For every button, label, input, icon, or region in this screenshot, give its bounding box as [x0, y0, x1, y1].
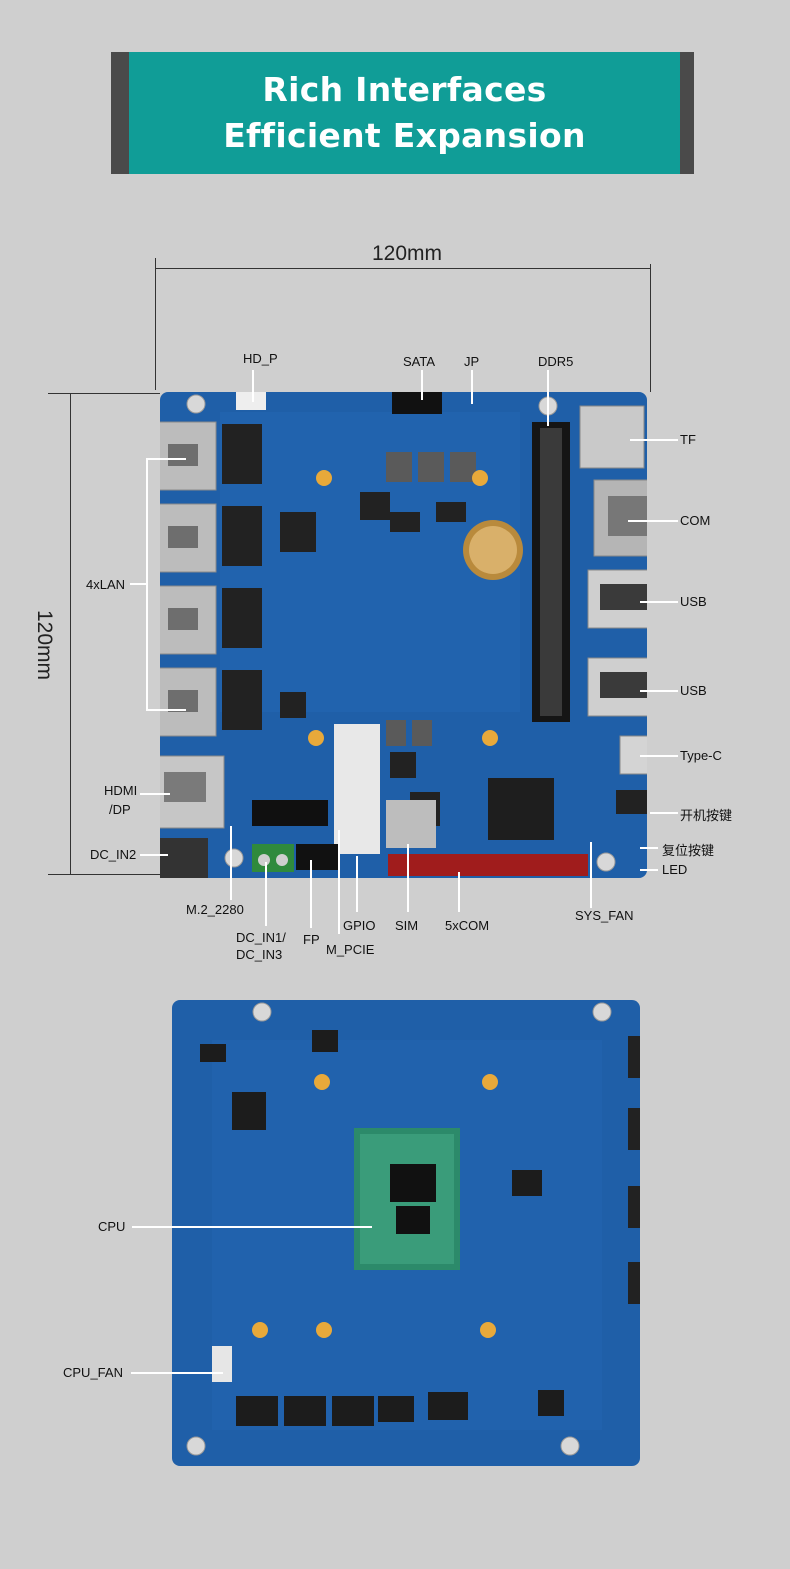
- dimension-width-label: 120mm: [372, 242, 443, 265]
- leader-lan-bracket: [146, 458, 148, 710]
- banner-title-line1: Rich Interfaces: [262, 70, 547, 109]
- leader-jp: [471, 370, 473, 404]
- label-sys-fan: SYS_FAN: [575, 908, 634, 923]
- leader-dc-in2: [140, 854, 168, 856]
- label-ddr5: DDR5: [538, 354, 574, 369]
- leader-m-pcie: [338, 830, 340, 934]
- leader-sim: [407, 844, 409, 912]
- leader-tf: [630, 439, 678, 441]
- label-led: LED: [662, 862, 688, 877]
- label-dc-in3: DC_IN3: [236, 947, 283, 962]
- leader-sys-fan: [590, 842, 592, 908]
- leader-m2: [230, 826, 232, 900]
- motherboard-bottom-view: [172, 1000, 640, 1466]
- leader-type-c: [640, 755, 678, 757]
- dimension-width-tick-left: [155, 258, 156, 390]
- label-hdmi: HDMI: [104, 783, 138, 798]
- leader-gpio: [356, 856, 358, 912]
- dimension-width-line: [155, 268, 651, 269]
- leader-led: [640, 869, 658, 871]
- leader-dc-in1: [265, 862, 267, 926]
- leader-cpu-fan: [131, 1372, 223, 1374]
- motherboard-top-drawing: [160, 392, 647, 878]
- dimension-height-tick-top: [48, 393, 160, 394]
- label-gpio: GPIO: [343, 918, 376, 933]
- label-jp: JP: [464, 354, 480, 369]
- motherboard-top-view: [160, 392, 647, 878]
- dimension-height-line: [70, 393, 71, 875]
- label-lan: 4xLAN: [86, 577, 126, 592]
- leader-usb2: [640, 690, 678, 692]
- label-reset-button: 复位按键: [662, 843, 715, 858]
- leader-hd-p: [252, 370, 254, 402]
- banner-title-line2: Efficient Expansion: [223, 116, 586, 155]
- label-usb-2: USB: [680, 683, 707, 698]
- label-m-pcie: M_PCIE: [326, 942, 375, 957]
- leader-5xcom: [458, 872, 460, 912]
- leader-lan-top: [146, 458, 186, 460]
- label-sim: SIM: [395, 918, 419, 933]
- label-5xcom: 5xCOM: [445, 918, 490, 933]
- label-usb-1: USB: [680, 594, 707, 609]
- leader-usb1: [640, 601, 678, 603]
- dimension-width-tick-right: [650, 264, 651, 392]
- label-sata: SATA: [403, 354, 436, 369]
- label-cpu: CPU: [98, 1219, 126, 1234]
- label-type-c: Type-C: [680, 748, 722, 763]
- leader-power-button: [650, 812, 678, 814]
- leader-hdmi: [140, 793, 170, 795]
- label-dp: /DP: [109, 802, 131, 817]
- leader-ddr5: [547, 370, 549, 426]
- label-dc-in2: DC_IN2: [90, 847, 137, 862]
- motherboard-bottom-drawing: [172, 1000, 640, 1466]
- leader-reset-button: [640, 847, 658, 849]
- label-com: COM: [680, 513, 711, 528]
- title-banner: Rich Interfaces Efficient Expansion: [111, 52, 694, 174]
- leader-fp: [310, 860, 312, 928]
- label-power-button: 开机按键: [680, 808, 733, 823]
- leader-cpu: [132, 1226, 372, 1228]
- title-banner-inner: Rich Interfaces Efficient Expansion: [129, 52, 680, 174]
- leader-lan-bottom: [146, 709, 186, 711]
- label-hd-p: HD_P: [243, 351, 278, 366]
- leader-lan: [130, 583, 146, 585]
- label-tf: TF: [680, 432, 696, 447]
- leader-com: [628, 520, 678, 522]
- label-fp: FP: [303, 932, 320, 947]
- label-cpu-fan: CPU_FAN: [63, 1365, 123, 1380]
- dimension-height-tick-bottom: [48, 874, 160, 875]
- leader-sata: [421, 370, 423, 400]
- label-m2: M.2_2280: [186, 902, 244, 917]
- dimension-height-label: 120mm: [33, 610, 56, 681]
- label-dc-in1: DC_IN1/: [236, 930, 286, 945]
